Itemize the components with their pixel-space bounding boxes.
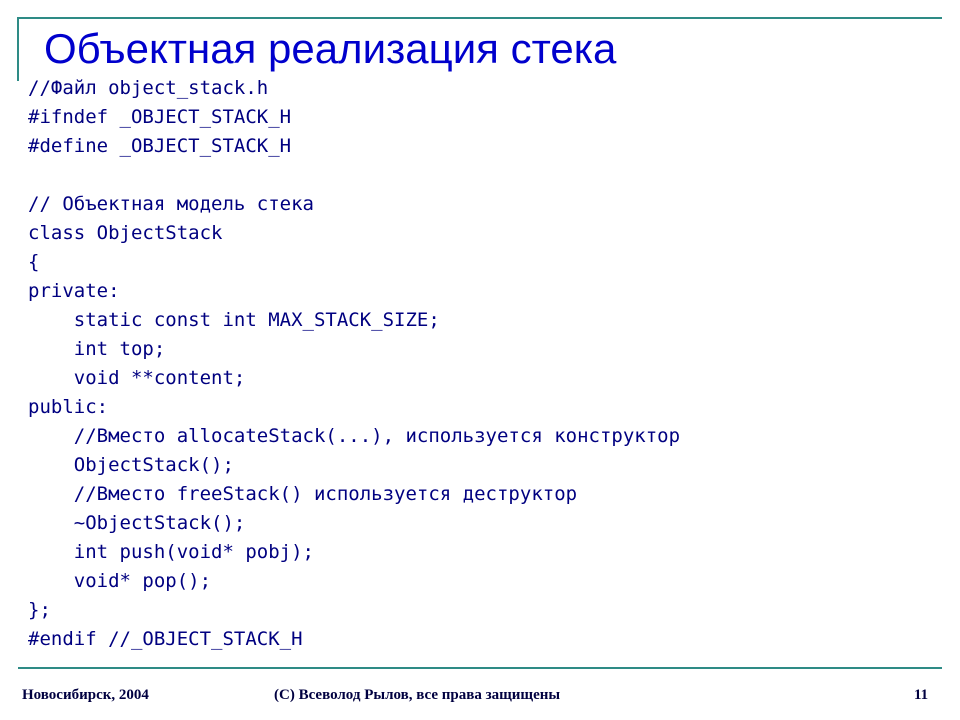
code-line: #ifndef _OBJECT_STACK_H [28,106,292,128]
code-line: //Вместо freeStack() используется дестру… [28,483,578,505]
footer-location-date: Новосибирск, 2004 [22,687,149,703]
decorative-vertical-line [17,17,19,81]
code-line: static const int MAX_STACK_SIZE; [28,309,440,331]
code-line: int push(void* pobj); [28,541,314,563]
code-line: private: [28,280,120,302]
decorative-top-line [17,17,942,19]
slide-title: Объектная реализация стека [44,25,617,72]
footer-divider [18,667,942,669]
code-line: public: [28,396,109,418]
code-block: //Файл object_stack.h #ifndef _OBJECT_ST… [28,74,680,654]
code-line: { [28,251,40,273]
code-line [28,161,680,190]
code-line: ObjectStack(); [28,454,234,476]
code-line: ~ObjectStack(); [28,512,246,534]
code-line: // Объектная модель стека [28,193,314,215]
code-line: void **content; [28,367,246,389]
code-line: #define _OBJECT_STACK_H [28,135,292,157]
page-number: 11 [914,687,929,703]
code-line: class ObjectStack [28,222,223,244]
code-line: //Вместо allocateStack(...), используетс… [28,425,681,447]
code-line: int top; [28,338,166,360]
code-line: void* pop(); [28,570,212,592]
footer-copyright: (C) Всеволод Рылов, все права защищены [274,687,561,703]
code-line: //Файл object_stack.h [28,77,269,99]
code-line: }; [28,599,51,621]
code-line: #endif //_OBJECT_STACK_H [28,628,303,650]
